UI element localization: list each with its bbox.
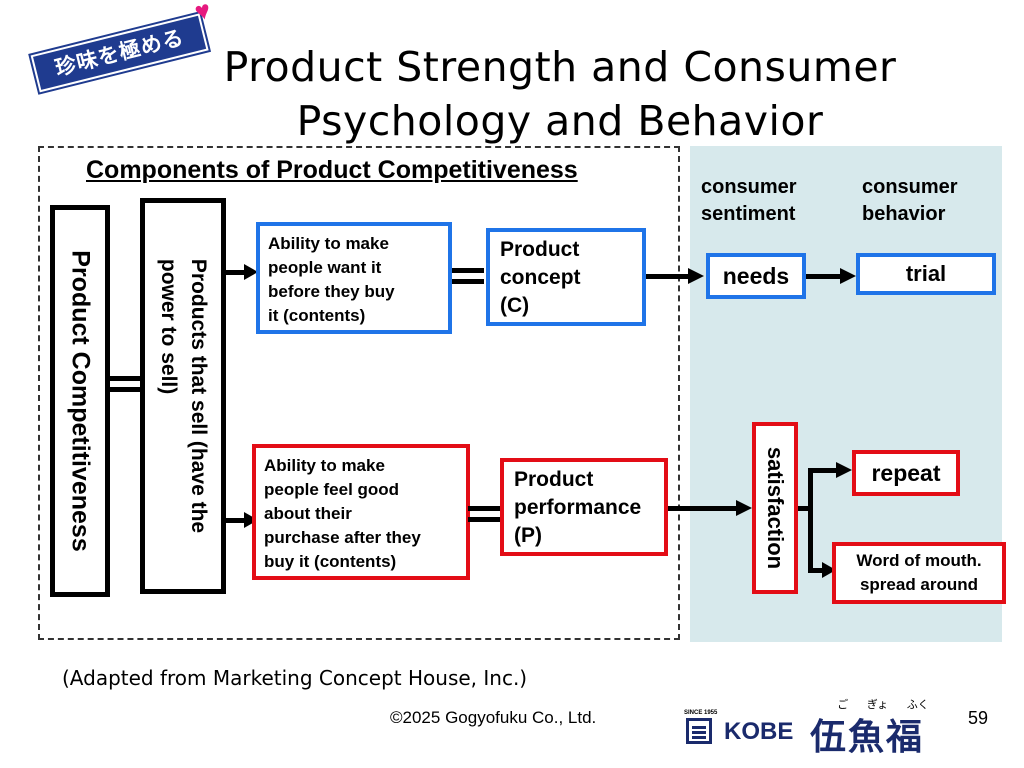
- product-concept-box: Product concept (C): [486, 228, 646, 326]
- want-before-box: Ability to make people want it before th…: [256, 222, 452, 334]
- products-that-sell-label: Products that sell (have the power to se…: [157, 258, 210, 534]
- arrow-head-icon: [688, 268, 704, 284]
- consumer-behavior-heading: consumer behavior: [862, 176, 958, 225]
- trial-box: trial: [856, 253, 996, 295]
- arrow-concept-to-needs: [646, 274, 690, 279]
- satisfaction-box: satisfaction: [752, 422, 798, 594]
- repeat-box: repeat: [852, 450, 960, 496]
- product-competitiveness-label: Product Competitiveness: [66, 250, 95, 552]
- arrow-to-feel-good: [226, 518, 248, 523]
- branch-vertical: [808, 468, 813, 572]
- product-competitiveness-box: Product Competitiveness: [50, 205, 110, 597]
- word-of-mouth-box: Word of mouth. spread around: [832, 542, 1006, 604]
- feel-good-box: Ability to make people feel good about t…: [252, 444, 470, 580]
- products-that-sell-box: Products that sell (have the power to se…: [140, 198, 226, 594]
- arrow-to-repeat: [808, 468, 838, 473]
- slide-title-line-2: Psychology and Behavior: [296, 97, 824, 145]
- logo-kobe: KOBE: [724, 718, 794, 745]
- needs-box: needs: [706, 253, 806, 299]
- logo-mark-icon: [686, 718, 712, 744]
- arrow-needs-to-trial: [806, 274, 842, 279]
- badge: 珍味を極める ♥: [18, 0, 219, 93]
- source-note: (Adapted from Marketing Concept House, I…: [62, 666, 528, 690]
- arrow-head-icon: [836, 462, 852, 478]
- arrow-performance-to-satisfaction: [668, 506, 740, 511]
- copyright: ©2025 Gogyofuku Co., Ltd.: [390, 708, 597, 727]
- arrow-head-icon: [244, 264, 258, 280]
- components-heading: Components of Product Competitiveness: [86, 156, 578, 184]
- slide-title-line-1: Product Strength and Consumer: [223, 43, 897, 91]
- branch-stem: [798, 506, 812, 511]
- equals-sign: [452, 266, 484, 286]
- product-performance-box: Product performance (P): [500, 458, 668, 556]
- page-number: 59: [968, 708, 989, 728]
- arrow-head-icon: [736, 500, 752, 516]
- satisfaction-label: satisfaction: [763, 446, 788, 570]
- logo-kanji: 伍魚福: [810, 717, 925, 758]
- arrow-to-word-of-mouth: [808, 568, 824, 573]
- logo-since: SINCE 1955: [684, 710, 718, 716]
- equals-sign: [468, 504, 500, 524]
- arrow-head-icon: [840, 268, 856, 284]
- company-logo: SINCE 1955 KOBE ご ぎょ ふく 伍魚福: [680, 699, 950, 758]
- equals-sign: [110, 374, 140, 394]
- consumer-sentiment-heading: consumer sentiment: [701, 176, 797, 225]
- badge-label: 珍味を極める: [30, 13, 209, 93]
- components-region: [38, 146, 680, 640]
- slide-title: Product Strength and Consumer Psychology…: [190, 40, 930, 148]
- heart-icon: ♥: [191, 0, 214, 27]
- logo-furigana: ご ぎょ ふく: [837, 699, 929, 711]
- arrow-to-want-before: [226, 270, 248, 275]
